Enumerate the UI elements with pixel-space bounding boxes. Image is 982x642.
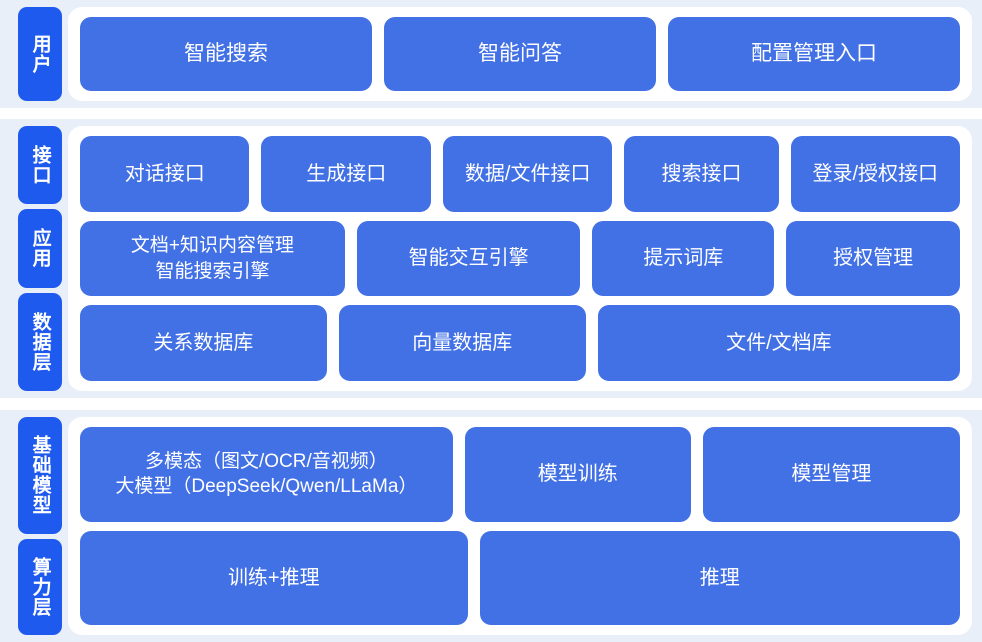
box-file-document-store[interactable]: 文件/文档库	[597, 305, 960, 382]
box-smart-search[interactable]: 智能搜索	[80, 17, 372, 91]
card-foundation-layer: 多模态（图文/OCR/音视频） 大模型（DeepSeek/Qwen/LLaMa）…	[68, 417, 972, 635]
section-middle-layer: 接口 应用 数据层 对话接口 生成接口 数据/文件接口 搜索接口 登录/授权接口…	[0, 119, 982, 398]
row-interfaces: 对话接口 生成接口 数据/文件接口 搜索接口 登录/授权接口	[80, 136, 960, 212]
section-foundation-layer: 基础模型 算力层 多模态（图文/OCR/音视频） 大模型（DeepSeek/Qw…	[0, 410, 982, 642]
row-applications: 文档+知识内容管理 智能搜索引擎 智能交互引擎 提示词库 授权管理	[80, 220, 960, 297]
box-config-management-entry[interactable]: 配置管理入口	[668, 17, 960, 91]
box-inference[interactable]: 推理	[479, 530, 960, 625]
box-model-training[interactable]: 模型训练	[464, 427, 691, 522]
box-search-interface[interactable]: 搜索接口	[624, 136, 779, 212]
layer-tab-foundation-model[interactable]: 基础模型	[18, 417, 62, 534]
box-dialog-interface[interactable]: 对话接口	[80, 136, 250, 212]
card-user-layer: 智能搜索 智能问答 配置管理入口	[68, 7, 972, 101]
layer-tab-compute[interactable]: 算力层	[18, 538, 62, 635]
row-data-stores: 关系数据库 向量数据库 文件/文档库	[80, 305, 960, 382]
layer-tab-interface[interactable]: 接口	[18, 126, 62, 205]
box-multimodal-large-model[interactable]: 多模态（图文/OCR/音视频） 大模型（DeepSeek/Qwen/LLaMa）	[80, 427, 453, 522]
box-vector-database[interactable]: 向量数据库	[338, 305, 586, 382]
tab-rail-middle-layer: 接口 应用 数据层	[0, 119, 62, 398]
tab-rail-user-layer: 用户	[0, 0, 62, 108]
box-smart-qa[interactable]: 智能问答	[383, 17, 657, 91]
layer-tab-application[interactable]: 应用	[18, 209, 62, 288]
box-login-auth-interface[interactable]: 登录/授权接口	[790, 136, 960, 212]
box-relational-database[interactable]: 关系数据库	[80, 305, 327, 382]
row-models: 多模态（图文/OCR/音视频） 大模型（DeepSeek/Qwen/LLaMa）…	[80, 427, 960, 522]
card-middle-layer: 对话接口 生成接口 数据/文件接口 搜索接口 登录/授权接口 文档+知识内容管理…	[68, 126, 972, 391]
box-prompt-library[interactable]: 提示词库	[592, 220, 775, 297]
row-user-entries: 智能搜索 智能问答 配置管理入口	[80, 17, 960, 91]
box-doc-knowledge-management[interactable]: 文档+知识内容管理 智能搜索引擎	[80, 220, 345, 297]
section-divider-2	[0, 398, 982, 410]
box-generation-interface[interactable]: 生成接口	[261, 136, 431, 212]
section-user-layer: 用户 智能搜索 智能问答 配置管理入口	[0, 0, 982, 108]
box-smart-interaction-engine[interactable]: 智能交互引擎	[356, 220, 581, 297]
section-divider-1	[0, 108, 982, 119]
row-compute: 训练+推理 推理	[80, 530, 960, 625]
box-training-plus-inference[interactable]: 训练+推理	[80, 530, 468, 625]
layer-tab-data[interactable]: 数据层	[18, 292, 62, 391]
box-model-management[interactable]: 模型管理	[702, 427, 960, 522]
box-data-file-interface[interactable]: 数据/文件接口	[442, 136, 613, 212]
layer-tab-user[interactable]: 用户	[18, 7, 62, 101]
box-authorization-management[interactable]: 授权管理	[786, 220, 960, 297]
tab-rail-foundation-layer: 基础模型 算力层	[0, 410, 62, 642]
